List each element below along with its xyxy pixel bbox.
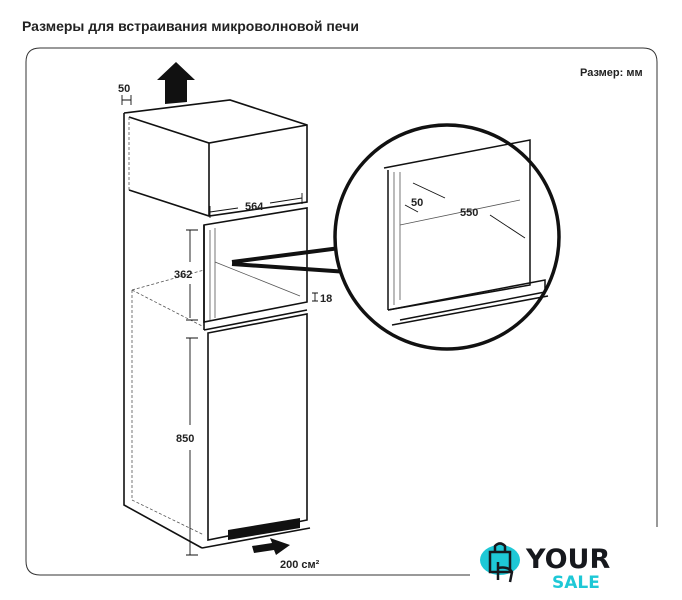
page-title: Размеры для встраивания микроволновой пе… xyxy=(22,18,359,34)
dim-trim: 18 xyxy=(320,293,332,305)
dim-height: 362 xyxy=(174,269,192,281)
units-label: Размер: мм xyxy=(580,67,643,79)
dim-detail-width: 550 xyxy=(460,207,478,219)
airflow-up-arrow-icon xyxy=(157,62,195,104)
diagram-frame xyxy=(25,47,658,576)
logo-line2: SALE xyxy=(552,573,600,590)
detail-magnifier xyxy=(333,123,561,351)
airflow-in-arrow-icon xyxy=(252,538,290,555)
dim-base-height: 850 xyxy=(176,433,194,445)
dim-width: 564 xyxy=(245,201,264,213)
yoursale-logo: YOUR SALE xyxy=(480,538,630,590)
dim-detail-depth: 50 xyxy=(411,197,423,209)
logo-line1: YOUR xyxy=(525,544,610,575)
dim-vent-area: 200 см² xyxy=(280,559,320,571)
dim-top-gap: 50 xyxy=(118,83,130,95)
cabinet-outline xyxy=(123,99,311,549)
